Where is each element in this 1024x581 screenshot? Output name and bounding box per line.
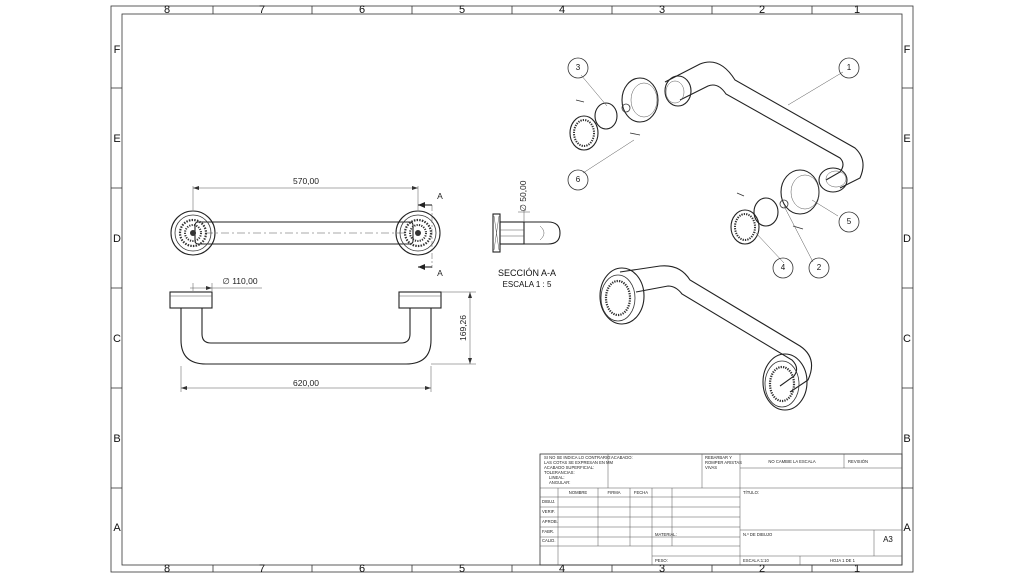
balloon-label: 2 [817, 263, 822, 272]
tb-size: A3 [883, 535, 893, 544]
row-label-right: C [903, 333, 911, 345]
col-label-bottom: 4 [559, 563, 565, 575]
tb-material: MATERIAL: [655, 532, 677, 537]
tb-header: NOMBRE [569, 490, 588, 495]
tb-rebarbar: VIVAS [705, 465, 717, 470]
tb-header: FIRMA [607, 490, 620, 495]
tb-rebarbar: REBARBAR Y [705, 455, 732, 460]
row-label-left: A [113, 522, 121, 534]
tb-rebarbar: ROMPER ARISTAS [705, 460, 742, 465]
tb-note: SI NO SE INDICA LO CONTRARIO: [544, 455, 611, 460]
row-label-left: E [113, 133, 120, 145]
zone-ticks [111, 6, 913, 572]
row-label-right: B [903, 433, 910, 445]
tb-header: FECHA [634, 490, 648, 495]
tb-note: LAS COTAS SE EXPRESAN EN MM [544, 460, 614, 465]
balloon-label: 6 [576, 175, 581, 184]
tb-note: ACABADO SUPERFICIAL: [544, 465, 594, 470]
section-marker-a-top: A [437, 191, 443, 201]
balloon-label: 1 [847, 63, 852, 72]
row-label-right: E [903, 133, 910, 145]
col-label-top: 3 [659, 4, 665, 16]
row-label-left: F [114, 44, 121, 56]
tb-n-dibujo: N.º DE DIBUJO [743, 532, 773, 537]
tb-titulo: TÍTULO: [743, 490, 759, 495]
tb-row-label: FABR. [542, 529, 554, 534]
col-label-top: 7 [259, 4, 265, 16]
tb-acabado: ACABADO: [611, 455, 633, 460]
section-marker-a-bottom: A [437, 268, 443, 278]
balloon-label: 4 [781, 263, 786, 272]
tb-hoja: HOJA 1 DE 1 [830, 558, 856, 563]
tb-row-label: CALID. [542, 538, 556, 543]
top-view [170, 186, 441, 270]
outer-border [110, 5, 914, 573]
row-label-left: C [113, 333, 121, 345]
col-label-top: 4 [559, 4, 565, 16]
section-view [492, 210, 561, 253]
dim-height: 169,26 [458, 315, 468, 341]
col-label-top: 2 [759, 4, 765, 16]
dim-length-top: 570,00 [293, 176, 319, 186]
balloon-label: 3 [576, 63, 581, 72]
dim-section-diameter: ∅ 50,00 [518, 180, 528, 211]
row-label-left: B [113, 433, 120, 445]
tb-revision: REVISIÓN [848, 459, 868, 464]
dim-diameter: ∅ 110,00 [222, 276, 257, 286]
assembled-view [599, 265, 813, 411]
col-label-top: 5 [459, 4, 465, 16]
col-label-bottom: 1 [854, 563, 860, 575]
row-label-right: F [904, 44, 911, 56]
front-view [169, 283, 476, 392]
col-label-top: 8 [164, 4, 170, 16]
tb-peso: PESO: [655, 558, 668, 563]
col-label-bottom: 3 [659, 563, 665, 575]
section-title: SECCIÓN A-A [498, 268, 556, 278]
col-label-bottom: 8 [164, 563, 170, 575]
tb-row-label: VERIF. [542, 509, 555, 514]
tb-note: ANGULAR: [549, 480, 570, 485]
tb-row-label: APROB. [542, 519, 558, 524]
row-label-right: A [903, 522, 911, 534]
exploded-view [567, 57, 864, 279]
row-label-right: D [903, 233, 911, 245]
tb-row-label: DIBUJ. [542, 499, 555, 504]
col-label-bottom: 5 [459, 563, 465, 575]
col-label-top: 1 [854, 4, 860, 16]
col-label-bottom: 2 [759, 563, 765, 575]
col-label-bottom: 6 [359, 563, 365, 575]
inner-border [121, 13, 903, 566]
tb-note: LINEAL: [549, 475, 565, 480]
col-label-top: 6 [359, 4, 365, 16]
title-block-grid [539, 453, 903, 566]
tb-no-cambie: NO CAMBIE LA ESCALA [768, 459, 815, 464]
tb-escala: ESCALA:1:10 [743, 558, 770, 563]
tb-note: TOLERANCIAS: [544, 470, 575, 475]
section-scale: ESCALA 1 : 5 [503, 280, 552, 289]
row-label-left: D [113, 233, 121, 245]
col-label-bottom: 7 [259, 563, 265, 575]
dim-length-bottom: 620,00 [293, 378, 319, 388]
balloon-label: 5 [847, 217, 852, 226]
